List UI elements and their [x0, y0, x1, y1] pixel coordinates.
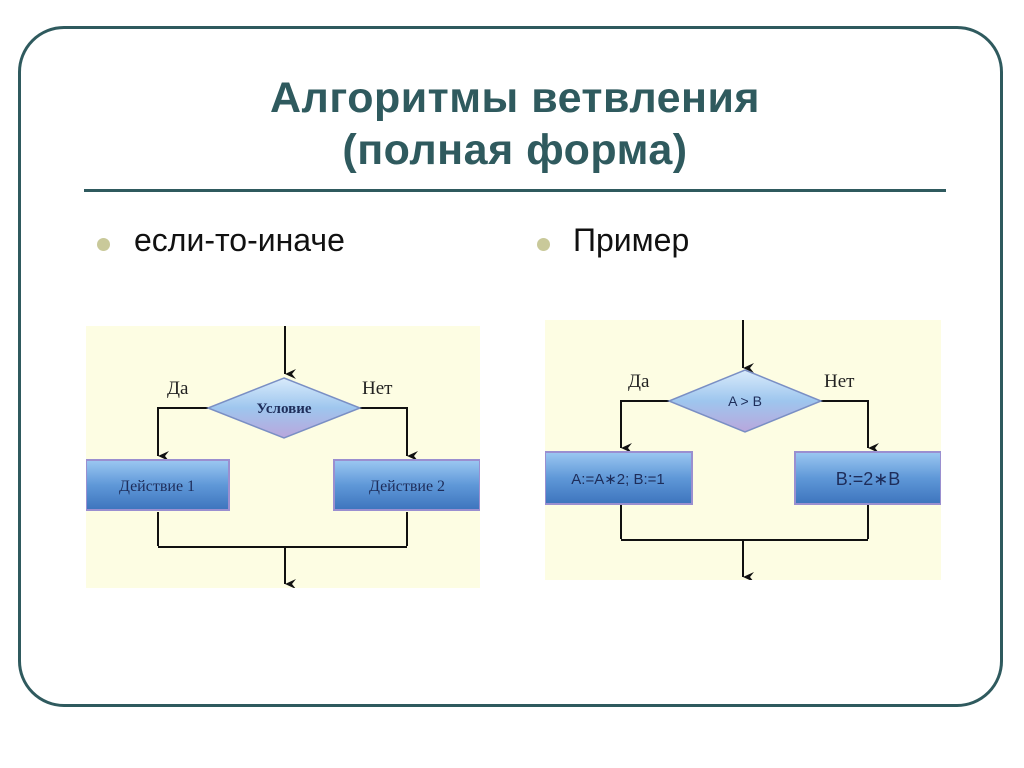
- flowchart-general: Условие Да Нет Действие 1 Действие 2: [86, 326, 480, 588]
- action2-label: Действие 2: [369, 478, 445, 495]
- diagram-background: [86, 326, 480, 588]
- condition-diamond: [205, 377, 363, 439]
- condition-label: Условие: [257, 401, 312, 417]
- title-line-1: Алгоритмы ветвления: [269, 74, 761, 122]
- condition-diamond: [667, 369, 823, 433]
- condition-label: A > B: [728, 393, 762, 409]
- action1-box: [545, 451, 693, 505]
- title-divider: [84, 189, 946, 192]
- no-arrow: [821, 400, 879, 453]
- bullet-example: Пример: [573, 222, 690, 258]
- no-arrow: [360, 407, 418, 461]
- action2-box: [333, 459, 480, 511]
- yes-label: Да: [167, 378, 189, 399]
- yes-label: Да: [628, 371, 650, 392]
- action2-label: B:=2∗B: [836, 469, 901, 489]
- action1-label: A:=A∗2; B:=1: [571, 471, 664, 488]
- slide-title: Алгоритмы ветвления (полная форма): [84, 72, 946, 176]
- flowchart-example: A > B Да Нет A:=A∗2; B:=1 B:=2∗B: [545, 320, 941, 580]
- title-line-2: (полная форма): [342, 126, 688, 174]
- slide-frame: [18, 26, 1003, 707]
- no-label: Нет: [362, 378, 393, 399]
- action1-box: [86, 459, 230, 511]
- yes-arrow: [157, 407, 208, 461]
- action1-label: Действие 1: [119, 478, 195, 495]
- action2-box: [794, 451, 941, 505]
- bullet-dot-icon: [537, 238, 550, 251]
- no-label: Нет: [824, 371, 855, 392]
- bullet-if-then-else: если-то-иначе: [134, 222, 345, 258]
- yes-arrow: [620, 400, 669, 453]
- bullet-dot-icon: [97, 238, 110, 251]
